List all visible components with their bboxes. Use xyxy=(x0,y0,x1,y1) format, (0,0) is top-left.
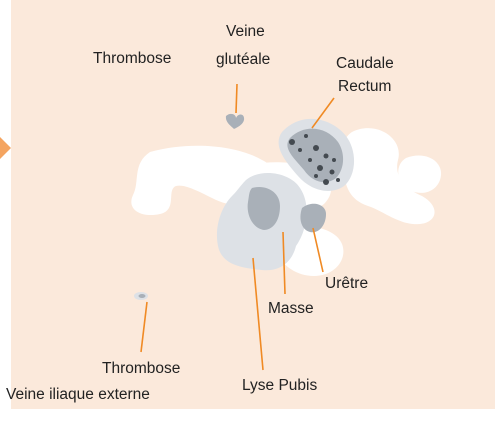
label-masse: Masse xyxy=(268,301,314,317)
leader-line-thrombose-iliaque xyxy=(141,302,147,352)
label-glutéale: glutéale xyxy=(216,52,270,68)
label-rectum: Rectum xyxy=(338,79,391,95)
label-thrombose-top: Thrombose xyxy=(93,51,171,67)
leader-line-veine-glutéale xyxy=(236,84,237,113)
label-lyse-pubis: Lyse Pubis xyxy=(242,378,317,394)
leader-line-lyse-pubis xyxy=(253,258,263,370)
label-veine-iliaque-externe: Veine iliaque externe xyxy=(6,387,150,403)
label-veine: Veine xyxy=(226,24,265,40)
label-uretre: Urêtre xyxy=(325,276,368,292)
label-caudale: Caudale xyxy=(336,56,394,72)
gluteal-vein-shape xyxy=(226,114,244,129)
iliac-vein-shape xyxy=(134,292,148,300)
label-thrombose-bottom: Thrombose xyxy=(102,361,180,377)
